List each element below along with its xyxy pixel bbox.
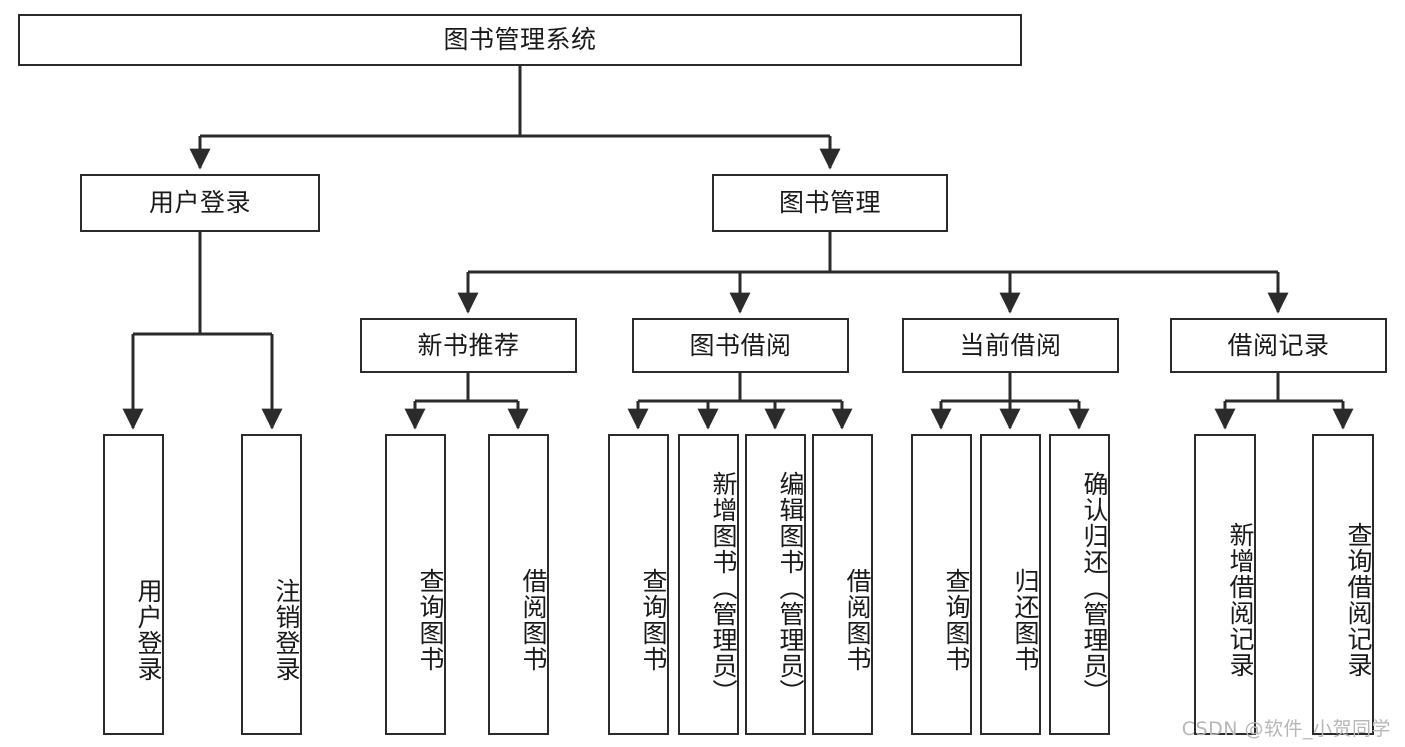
leaf-borrow-book-1[interactable]: 借阅图书 xyxy=(488,434,549,735)
leaf-borrow-book-2[interactable]: 借阅图书 xyxy=(812,434,873,735)
node-user-login[interactable]: 用户登录 xyxy=(80,174,320,232)
node-new-book-recommend[interactable]: 新书推荐 xyxy=(360,318,577,373)
leaf-return-book[interactable]: 归还图书 xyxy=(980,434,1041,735)
leaf-confirm-return[interactable]: 确认归还（管理员） xyxy=(1049,434,1110,735)
leaf-query-record[interactable]: 查询借阅记录 xyxy=(1312,434,1374,735)
leaf-add-record[interactable]: 新增借阅记录 xyxy=(1194,434,1256,735)
leaf-edit-book[interactable]: 编辑图书（管理员） xyxy=(745,434,806,735)
leaf-query-book-2[interactable]: 查询图书 xyxy=(608,434,669,735)
node-book-borrow[interactable]: 图书借阅 xyxy=(632,318,849,373)
leaf-user-login[interactable]: 用户登录 xyxy=(103,434,164,735)
node-current-borrow[interactable]: 当前借阅 xyxy=(902,318,1119,373)
leaf-user-logout[interactable]: 注销登录 xyxy=(241,434,302,735)
csdn-watermark: CSDN @软件_小贺同学 xyxy=(1181,718,1391,740)
leaf-add-book[interactable]: 新增图书（管理员） xyxy=(678,434,739,735)
leaf-query-book-1[interactable]: 查询图书 xyxy=(385,434,446,735)
node-borrow-record[interactable]: 借阅记录 xyxy=(1170,318,1387,373)
node-root[interactable]: 图书管理系统 xyxy=(18,14,1022,66)
node-book-manage[interactable]: 图书管理 xyxy=(712,174,948,232)
leaf-query-book-3[interactable]: 查询图书 xyxy=(911,434,972,735)
